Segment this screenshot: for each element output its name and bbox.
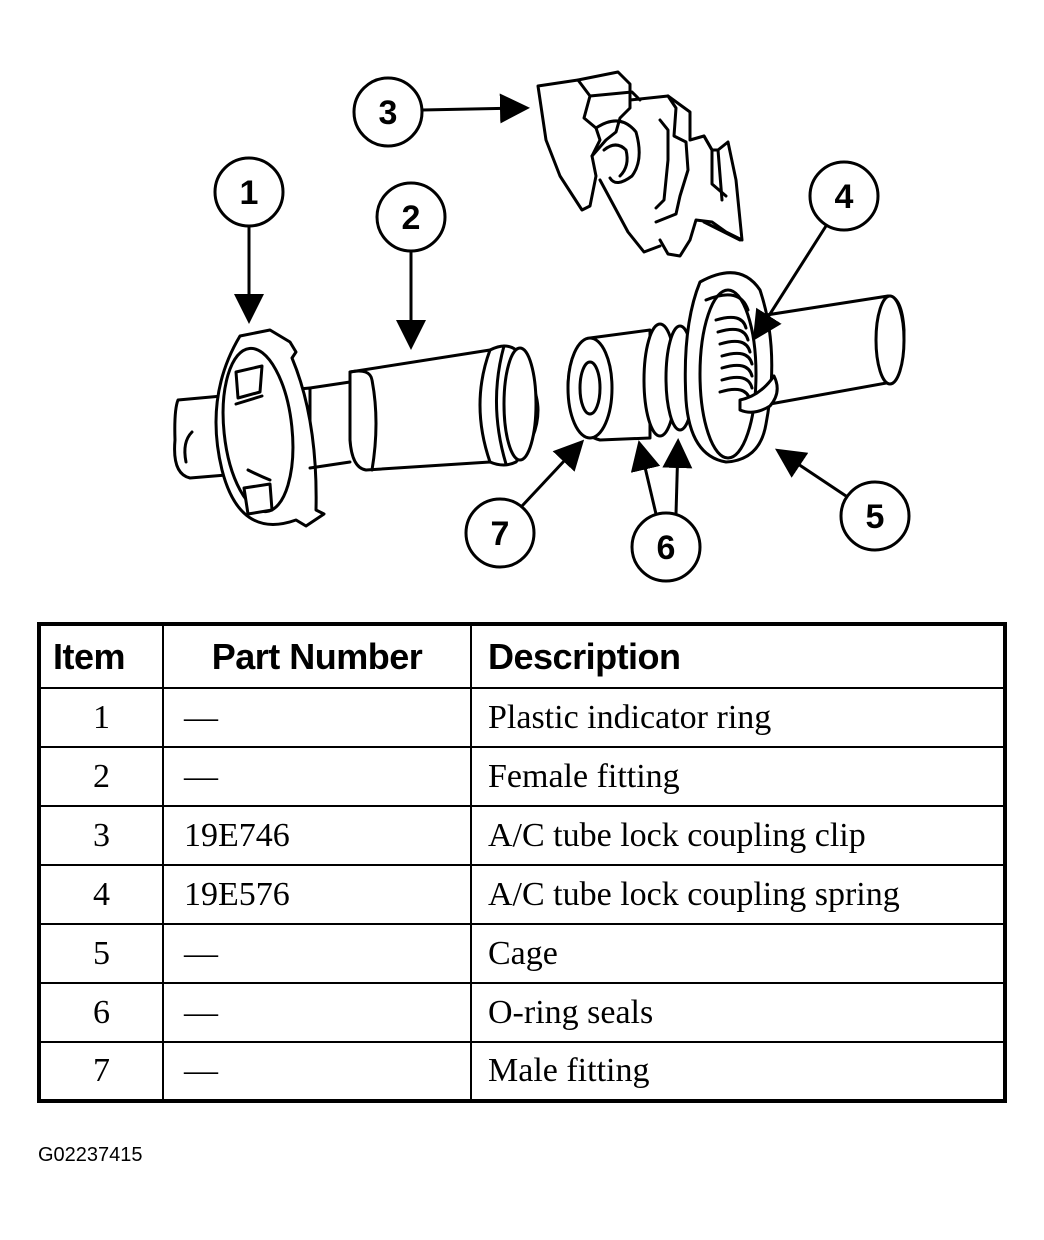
cell-part-number: 19E576: [162, 864, 472, 925]
plastic-indicator-ring: [214, 328, 326, 528]
cell-description: Female fitting: [470, 746, 1006, 807]
cell-part-number: —: [162, 687, 472, 748]
callout-4: 4: [808, 160, 880, 232]
lock-coupling-clip: [536, 70, 744, 258]
header-description: Description: [470, 623, 1006, 689]
leader-arrow-3: [421, 93, 530, 124]
header-item: Item: [38, 623, 164, 689]
parts-table: Item Part Number Description 1 — Plastic…: [37, 622, 1007, 1103]
coupling-spring: [714, 315, 779, 414]
callout-2: 2: [375, 181, 447, 253]
callout-3: 3: [352, 76, 424, 148]
leader-arrow-4: [752, 225, 828, 342]
cell-description: A/C tube lock coupling clip: [470, 805, 1006, 866]
cell-item: 2: [38, 746, 164, 807]
callout-6: 6: [630, 511, 702, 583]
callout-5-label: 5: [866, 498, 885, 536]
cell-description: Cage: [470, 923, 1006, 984]
leader-arrow-5: [775, 448, 847, 498]
cell-item: 5: [38, 923, 164, 984]
female-fitting: [308, 344, 540, 472]
callout-1: 1: [213, 156, 285, 228]
table-row: 5 — Cage: [38, 923, 1006, 984]
cell-description: O-ring seals: [470, 982, 1006, 1043]
table-row: 3 19E746 A/C tube lock coupling clip: [38, 805, 1006, 866]
cell-part-number: —: [162, 1041, 472, 1102]
cell-part-number: —: [162, 746, 472, 807]
cell-item: 1: [38, 687, 164, 748]
callout-4-label: 4: [835, 178, 854, 216]
cell-item: 4: [38, 864, 164, 925]
cell-part-number: 19E746: [162, 805, 472, 866]
table-row: 6 — O-ring seals: [38, 982, 1006, 1043]
table-row: 7 — Male fitting: [38, 1041, 1006, 1102]
cell-description: A/C tube lock coupling spring: [470, 864, 1006, 925]
leader-arrow-7: [520, 439, 585, 508]
table-row: 2 — Female fitting: [38, 746, 1006, 807]
callout-6-label: 6: [657, 529, 676, 567]
header-part-number: Part Number: [162, 623, 472, 689]
cell-description: Male fitting: [470, 1041, 1006, 1102]
callout-7: 7: [464, 497, 536, 569]
callout-3-label: 3: [379, 94, 398, 132]
male-fitting: [566, 328, 652, 442]
cell-description: Plastic indicator ring: [470, 687, 1006, 748]
cell-item: 7: [38, 1041, 164, 1102]
leader-arrow-6b: [662, 438, 693, 515]
exploded-coupling-diagram: 1 2 3 4 5 6 7: [173, 70, 911, 583]
table-row: 4 19E576 A/C tube lock coupling spring: [38, 864, 1006, 925]
table-row: 1 — Plastic indicator ring: [38, 687, 1006, 748]
table-header-row: Item Part Number Description: [38, 623, 1006, 689]
cell-part-number: —: [162, 923, 472, 984]
callout-7-label: 7: [491, 515, 510, 553]
callout-2-label: 2: [402, 199, 421, 237]
cell-part-number: —: [162, 982, 472, 1043]
leader-arrow-6a: [630, 440, 661, 515]
cell-item: 6: [38, 982, 164, 1043]
cell-item: 3: [38, 805, 164, 866]
right-tube: [758, 294, 906, 406]
figure-id: G02237415: [38, 1144, 143, 1166]
callout-5: 5: [839, 480, 911, 552]
callout-1-label: 1: [240, 174, 259, 212]
